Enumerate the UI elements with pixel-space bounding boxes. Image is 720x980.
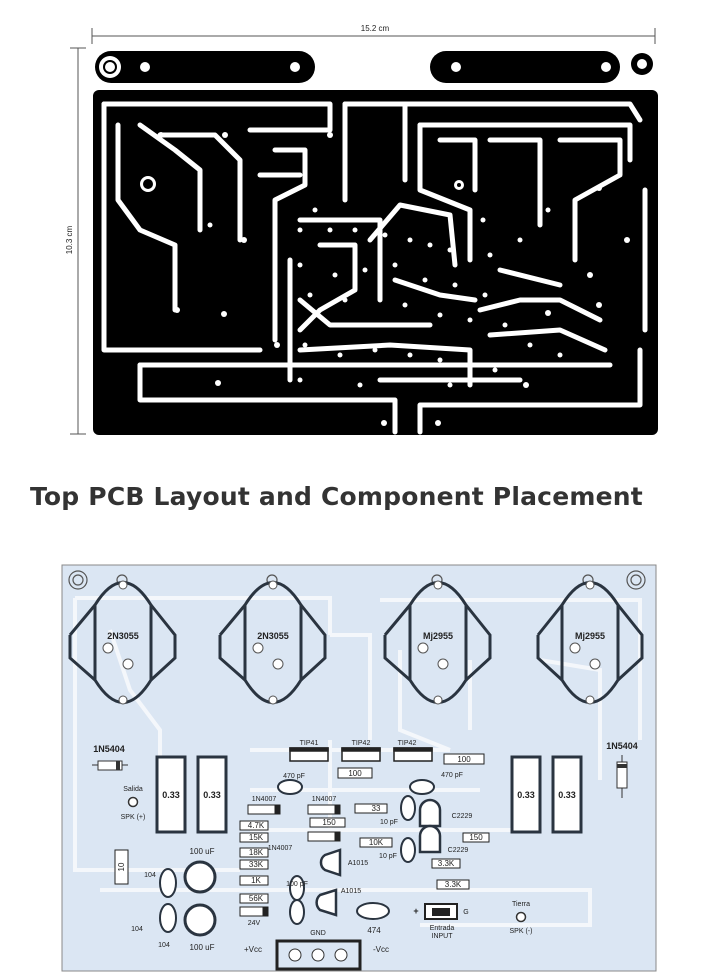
a1015a-label: A1015 [348, 860, 368, 867]
r10k-label: 10K [369, 838, 384, 847]
small-resistors [114, 753, 490, 904]
r1k-label: 1K [251, 876, 261, 885]
small-capacitors [159, 779, 435, 933]
tip42b-label: TIP42 [398, 740, 417, 747]
gnd-label: GND [310, 930, 326, 937]
section-heading: Top PCB Layout and Component Placement [30, 482, 643, 511]
q4-label: Mj2955 [575, 631, 605, 641]
small-diodes [239, 804, 341, 917]
r033-3: 0.33 [517, 790, 535, 800]
r150b-label: 150 [469, 833, 483, 842]
c100ufb-label: 100 uF [190, 943, 215, 952]
z24-label: 24V [248, 920, 261, 927]
transistor-q4 [536, 581, 644, 704]
c470a-label: 470 pF [283, 773, 305, 780]
input-connector [424, 903, 458, 920]
r33kc-label: 3.3K [445, 880, 462, 889]
diode-left-label: 1N5404 [93, 744, 125, 754]
c104c-label: 104 [158, 942, 170, 949]
c2229a-label: C2229 [452, 813, 473, 820]
c474-label: 474 [367, 926, 381, 935]
r10-label: 10 [117, 862, 126, 871]
transistor-pins [102, 580, 601, 705]
q2-label: 2N3055 [257, 631, 289, 641]
spk-pos-label: SPK (+) [121, 814, 146, 821]
c10pfb-label: 10 pF [379, 853, 397, 860]
r100b-label: 100 [457, 755, 471, 764]
salida-label: Salida [123, 786, 143, 793]
c100ufa-label: 100 uF [190, 847, 215, 856]
r33kb-label: 3.3K [438, 859, 455, 868]
r18k-label: 18K [249, 848, 264, 857]
tip41-label: TIP41 [300, 740, 319, 747]
tierra-label: Tierra [512, 901, 530, 908]
a1015b-label: A1015 [341, 888, 361, 895]
r033-4: 0.33 [558, 790, 576, 800]
vcc-neg-label: -Vcc [373, 945, 389, 954]
r150a-label: 150 [322, 818, 336, 827]
input-g: G [463, 909, 468, 916]
r15k-label: 15K [249, 833, 264, 842]
salida-pad [127, 796, 139, 808]
mount-bar-left [95, 51, 315, 83]
big-resistors [155, 755, 583, 834]
spk-neg-label: SPK (-) [510, 928, 533, 935]
transistor-q1 [68, 581, 177, 704]
entrada-label: Entrada [430, 925, 455, 932]
r56k-label: 56K [249, 894, 264, 903]
isolation-channels [101, 101, 648, 435]
c104b-label: 104 [131, 926, 143, 933]
r033-1: 0.33 [162, 790, 180, 800]
input-plus: + [413, 906, 418, 916]
tierra-pad [515, 911, 527, 923]
c2229b-label: C2229 [448, 847, 469, 854]
r33-label: 33 [372, 804, 381, 813]
driver-packages [289, 747, 433, 762]
pcb-bottom-layout: 15.2 cm 10.3 cm [65, 24, 658, 435]
width-label: 15.2 cm [361, 24, 390, 33]
diode-right [616, 755, 628, 798]
d3-label: 1N4007 [268, 845, 293, 852]
drill-holes [140, 132, 630, 426]
width-dimension [91, 28, 656, 44]
c100pf-label: 100 pF [286, 881, 308, 888]
height-dimension [70, 47, 86, 435]
transistor-q3 [383, 581, 492, 704]
q3-label: Mj2955 [423, 631, 453, 641]
vcc-pos-label: +Vcc [244, 945, 262, 954]
c10pfa-label: 10 pF [380, 819, 398, 826]
mount-holes-top [68, 570, 646, 590]
transistor-q2 [218, 581, 327, 704]
small-transistors [315, 798, 442, 917]
r4k7-label: 4.7K [248, 821, 265, 830]
diode-left [92, 760, 128, 771]
d2-label: 1N4007 [312, 796, 337, 803]
power-connector [275, 939, 362, 971]
diode-right-label: 1N5404 [606, 741, 638, 751]
mount-bar-right [430, 51, 620, 83]
tip42a-label: TIP42 [352, 740, 371, 747]
r100a-label: 100 [348, 769, 362, 778]
electrolytic-caps [183, 860, 217, 937]
mount-holes [99, 56, 611, 78]
height-label: 10.3 cm [65, 225, 74, 254]
q1-label: 2N3055 [107, 631, 139, 641]
input-label: INPUT [432, 933, 454, 940]
r033-2: 0.33 [203, 790, 221, 800]
c470b-label: 470 pF [441, 772, 463, 779]
c104a-label: 104 [144, 872, 156, 879]
d1-label: 1N4007 [252, 796, 277, 803]
r33k-label: 33K [249, 860, 264, 869]
pcb-top-layout: 2N3055 2N3055 Mj2955 Mj2955 1N5404 1N540… [61, 564, 657, 972]
